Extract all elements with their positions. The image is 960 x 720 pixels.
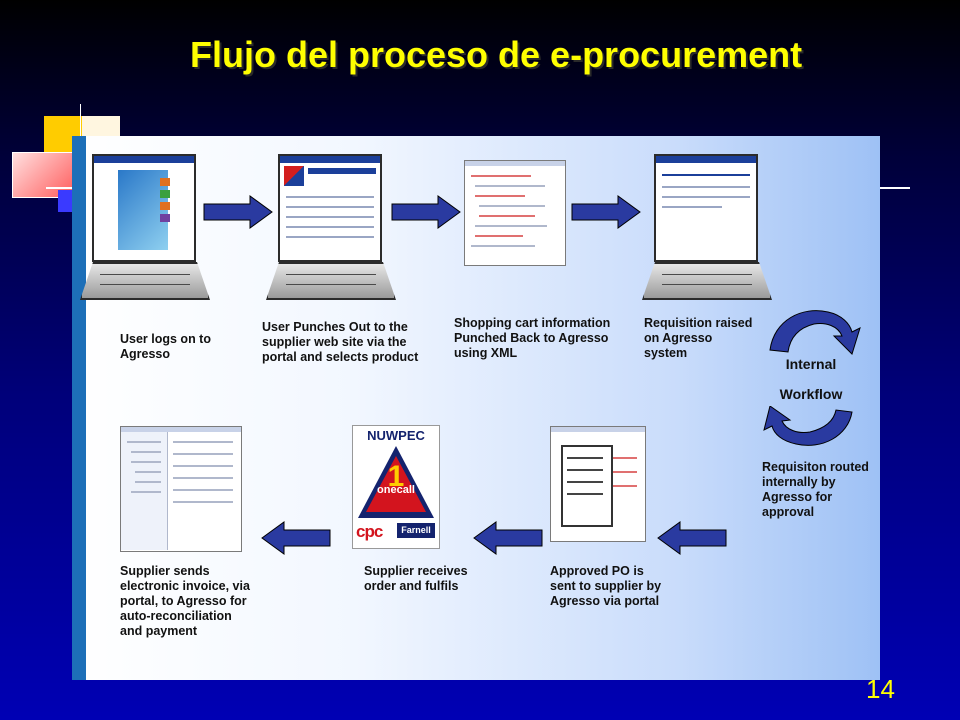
nuwpec-onecall-logo: NUWPEC 1 onecall cpc Farnell xyxy=(352,425,440,549)
step-text-requisition-raised: Requisition raised on Agresso system xyxy=(644,316,753,360)
panel-side-strip xyxy=(72,136,86,680)
step-text-supplier-invoice: Supplier sends electronic invoice, via p… xyxy=(120,564,250,638)
workflow-arrow-top-icon xyxy=(769,310,861,355)
workflow-label-workflow: Workflow xyxy=(779,386,843,402)
arrow-right-1-icon xyxy=(203,195,273,229)
decorative-vertical-line xyxy=(80,104,81,164)
step-text-shopping-cart: Shopping cart information Punched Back t… xyxy=(454,316,611,360)
arrow-right-3-icon xyxy=(571,195,641,229)
step-text-user-punches-out: User Punches Out to the supplier web sit… xyxy=(262,320,419,364)
step-text-requisition-routed: Requisiton routed internally by Agresso … xyxy=(762,460,869,519)
laptop-login-icon xyxy=(80,154,210,304)
decorative-line-right xyxy=(880,187,910,189)
page-number: 14 xyxy=(866,674,895,704)
arrow-left-1-icon xyxy=(261,521,331,555)
purchase-order-screen-thumbnail xyxy=(550,426,646,542)
laptop-supplier-site-icon xyxy=(266,154,396,304)
arrow-left-3-icon xyxy=(657,521,727,555)
logo-farnell-text: Farnell xyxy=(397,523,435,538)
laptop-requisition-icon xyxy=(642,154,772,304)
logo-cpc-text: cpc xyxy=(356,522,383,541)
decorative-line-left xyxy=(46,187,76,189)
slide-title: Flujo del proceso de e-procurement xyxy=(190,34,803,75)
process-diagram-panel: Internal Workflow NUWPEC 1 onecall cpc F… xyxy=(72,136,880,680)
step-text-user-logs-on: User logs on to Agresso xyxy=(120,332,211,361)
logo-nuwpec-text: NUWPEC xyxy=(367,428,425,443)
svg-text:1: 1 xyxy=(388,460,405,493)
workflow-arrow-bottom-icon xyxy=(763,406,853,446)
step-text-supplier-receives: Supplier receives order and fulfils xyxy=(364,564,468,593)
logo-onecall-text: onecall xyxy=(377,484,415,496)
logo-triangle-icon: 1 xyxy=(358,446,434,518)
invoice-screen-thumbnail xyxy=(120,426,242,552)
internal-workflow-cycle: Internal Workflow xyxy=(756,302,866,452)
arrow-left-2-icon xyxy=(473,521,543,555)
arrow-right-2-icon xyxy=(391,195,461,229)
step-text-approved-po: Approved PO is sent to supplier by Agres… xyxy=(550,564,662,608)
workflow-label-internal: Internal xyxy=(785,356,837,372)
shopping-cart-screen-thumbnail xyxy=(464,160,566,266)
